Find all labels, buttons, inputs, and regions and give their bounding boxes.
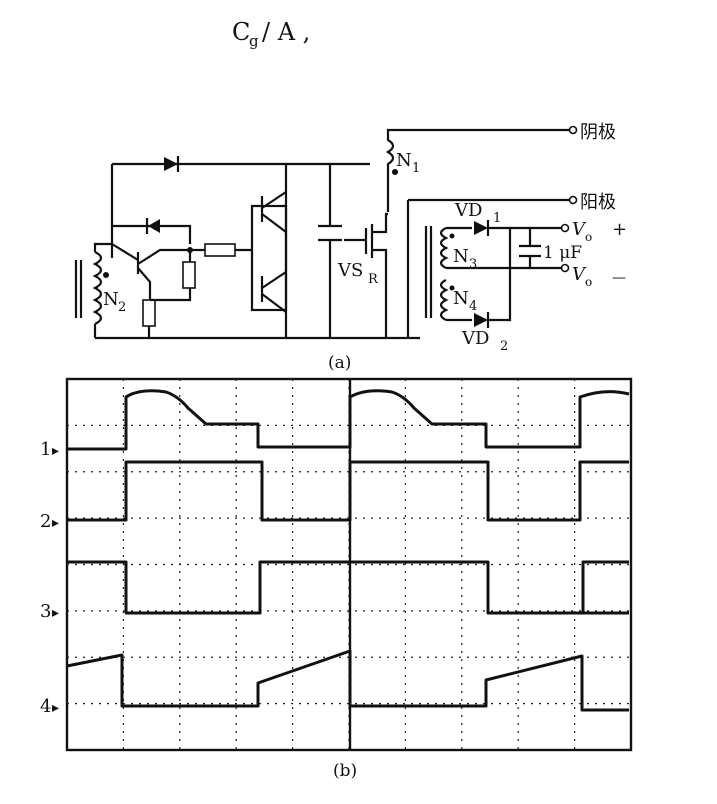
cathode-label: 阴极 [580, 122, 616, 143]
capacitor-main [318, 164, 342, 338]
transformer-n2: N 2 [74, 242, 126, 338]
mosfet-vsr: VS R [337, 212, 388, 338]
svg-text:2: 2 [40, 511, 51, 532]
anode-label: 阳极 [580, 192, 616, 213]
n3-sub: 3 [469, 257, 477, 272]
vd1-sub: 1 [493, 211, 501, 226]
svg-text:4: 4 [40, 696, 51, 717]
vsr-label: VS [337, 260, 363, 281]
vo-minus-sign: — [612, 270, 626, 286]
vo-minus-terminal [560, 263, 570, 273]
diode-top [164, 156, 180, 172]
caption-b: (b) [333, 761, 357, 781]
vsr-sub: R [368, 272, 379, 287]
n2-sub: 2 [118, 300, 126, 315]
svg-text:▸: ▸ [52, 443, 59, 459]
caption-a: (a) [328, 353, 351, 373]
anode-line [406, 198, 570, 338]
cap-label: 1 μF [543, 243, 582, 263]
channel-label-4: 4 ▸ [40, 696, 59, 717]
header-formula: C g / A , [232, 18, 310, 50]
n2-dot [103, 272, 109, 278]
vo-plus-terminal [560, 223, 570, 233]
formula-sub: g [249, 32, 259, 50]
n4-label: N [453, 288, 469, 309]
resistor-gate [204, 243, 236, 257]
capacitor-output: 1 μF [519, 228, 582, 268]
n3-label: N [453, 246, 469, 267]
diode-mid [145, 218, 160, 234]
oscilloscope: 1 ▸ 2 ▸ 3 ▸ 4 ▸ (b) [40, 377, 633, 781]
svg-text:3: 3 [40, 601, 51, 622]
n1-sub: 1 [412, 161, 420, 176]
channel-label-2: 2 ▸ [40, 511, 59, 532]
vo-plus-sign: + [612, 219, 627, 240]
transformer-output: N 3 N 4 [424, 226, 562, 322]
formula-base: C [232, 18, 250, 46]
vd1-label: VD [454, 200, 482, 221]
trace-4 [66, 649, 629, 712]
vo-minus-v: V [572, 264, 587, 285]
channel-label-1: 1 ▸ [40, 439, 59, 460]
diode-mid-wire [112, 224, 192, 244]
trace-1 [67, 389, 630, 451]
trace-3 [67, 560, 629, 615]
vd2-label: VD [461, 328, 489, 349]
n4-sub: 4 [469, 299, 477, 314]
winding-n1: N 1 [385, 128, 570, 212]
power-transistor [250, 164, 288, 338]
formula-rest: / A , [262, 18, 310, 46]
diode-vd2: VD 2 [461, 228, 512, 354]
n2-label: N [103, 289, 119, 310]
svg-text:1: 1 [40, 439, 51, 460]
channel-label-3: 3 ▸ [40, 601, 59, 622]
diode-vd1: VD 1 [454, 200, 562, 236]
vd2-sub: 2 [500, 339, 508, 354]
svg-text:▸: ▸ [52, 605, 59, 621]
cathode-terminal [568, 125, 578, 135]
vo-plus-v: V [572, 219, 587, 240]
vo-plus-sub: o [585, 230, 592, 244]
svg-text:▸: ▸ [52, 700, 59, 716]
svg-text:▸: ▸ [52, 515, 59, 531]
driver-transistor [111, 243, 190, 300]
vo-minus-sub: o [585, 275, 592, 289]
trace-2 [67, 460, 629, 522]
resistor-low [142, 299, 156, 327]
anode-terminal [568, 195, 578, 205]
n1-label: N [396, 150, 412, 171]
resistor-right [182, 261, 196, 289]
schematic: N 2 [74, 122, 627, 373]
